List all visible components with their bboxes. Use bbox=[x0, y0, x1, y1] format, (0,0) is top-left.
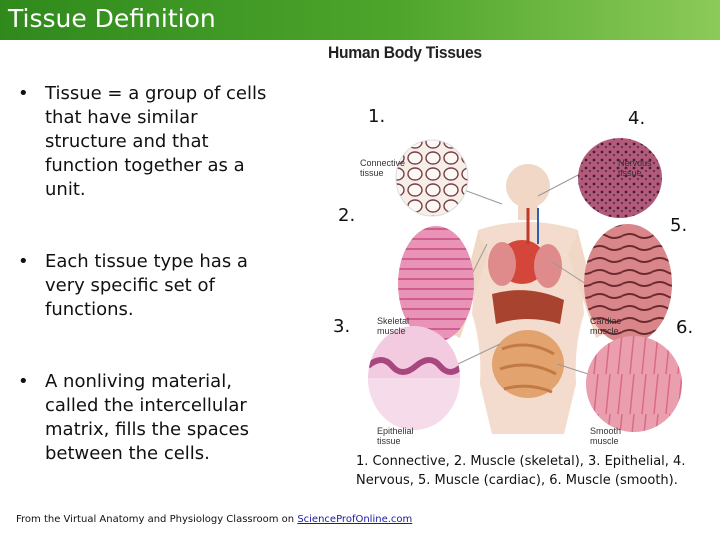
bullet-item: • Each tissue type has a very specific s… bbox=[18, 250, 283, 322]
footer-credit: From the Virtual Anatomy and Physiology … bbox=[16, 514, 412, 525]
figure-title: Human Body Tissues bbox=[328, 43, 482, 62]
bullet-marker: • bbox=[18, 371, 29, 392]
figure-number-2: 2. bbox=[338, 205, 356, 226]
figure-number-3: 3. bbox=[333, 316, 351, 337]
epithelial-tissue-image bbox=[368, 326, 460, 430]
smooth-muscle-image bbox=[586, 336, 682, 432]
slide-title: Tissue Definition bbox=[8, 4, 216, 33]
label-nervous-tissue: Nervous tissue bbox=[618, 158, 652, 178]
title-bar: Tissue Definition bbox=[0, 0, 720, 40]
human-body-tissues-illustration bbox=[368, 138, 682, 434]
figure-caption: 1. Connective, 2. Muscle (skeletal), 3. … bbox=[356, 454, 686, 488]
cardiac-muscle-image bbox=[584, 224, 672, 344]
connective-tissue-image bbox=[395, 139, 469, 217]
label-cardiac-muscle: Cardiac muscle bbox=[590, 316, 622, 336]
label-epithelial-tissue: Epithelial tissue bbox=[377, 426, 414, 446]
skeletal-muscle-image bbox=[398, 226, 474, 342]
figure-number-4: 4. bbox=[628, 108, 646, 129]
label-smooth-muscle: Smooth muscle bbox=[590, 426, 622, 446]
bullet-text: Each tissue type has a very specific set… bbox=[45, 251, 248, 320]
bullet-marker: • bbox=[18, 83, 29, 104]
body-figure bbox=[452, 164, 604, 434]
label-skeletal-muscle: Skeletal muscle bbox=[377, 316, 410, 336]
bullet-item: • A nonliving material, called the inter… bbox=[18, 370, 283, 466]
nervous-tissue-image bbox=[578, 138, 662, 218]
bullet-item: • Tissue = a group of cells that have si… bbox=[18, 82, 283, 202]
figure-number-6: 6. bbox=[676, 317, 694, 338]
label-connective-tissue: Connective tissue bbox=[360, 158, 406, 178]
footer-prefix: From the Virtual Anatomy and Physiology … bbox=[16, 514, 298, 525]
footer-link[interactable]: ScienceProfOnline.com bbox=[297, 514, 413, 525]
figure-number-1: 1. bbox=[368, 106, 386, 127]
bullet-marker: • bbox=[18, 251, 29, 272]
bullet-text: Tissue = a group of cells that have simi… bbox=[45, 83, 267, 200]
bullet-text: A nonliving material, called the interce… bbox=[45, 371, 250, 464]
figure-number-5: 5. bbox=[670, 215, 688, 236]
